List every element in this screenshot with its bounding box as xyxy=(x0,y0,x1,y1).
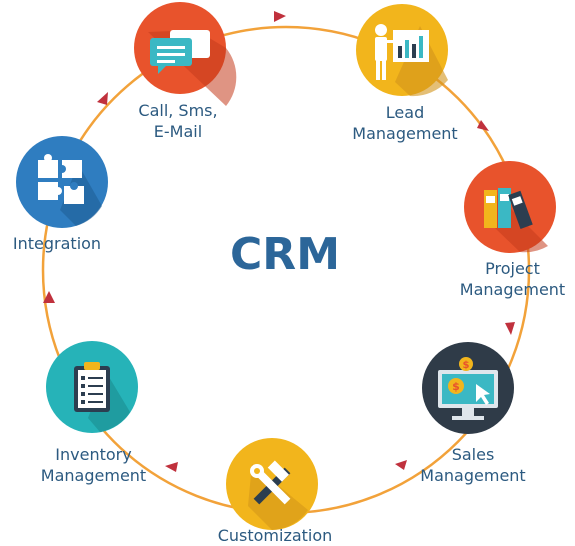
node-label-lead: Lead Management xyxy=(352,103,458,143)
wrench-hammer-icon xyxy=(250,460,291,505)
node-lead xyxy=(356,4,448,97)
clipboard-checklist-icon xyxy=(74,362,110,412)
puzzle-icon xyxy=(38,154,84,204)
cycle-arrow xyxy=(274,11,286,22)
node-label-comms: Call, Sms, E-Mail xyxy=(138,101,218,141)
svg-text:$: $ xyxy=(463,360,470,371)
node-inventory xyxy=(46,341,138,433)
center-title: CRM xyxy=(230,229,340,280)
cycle-arrow xyxy=(165,462,178,472)
svg-text:$: $ xyxy=(452,380,460,393)
node-integration xyxy=(16,136,108,228)
cycle-arrow xyxy=(43,291,55,303)
node-custom xyxy=(226,438,318,530)
node-label-project: Project Management xyxy=(459,259,566,299)
node-label-integration: Integration xyxy=(12,234,102,253)
cycle-arrow xyxy=(97,92,108,105)
node-label-inventory: Inventory Management xyxy=(40,445,147,485)
chat-bubbles-icon xyxy=(150,30,210,74)
node-label-sales: Sales Management xyxy=(420,445,526,485)
cycle-arrow xyxy=(505,322,515,335)
monitor-dollar-icon: $ $ xyxy=(438,357,498,420)
cycle-arrow xyxy=(395,460,407,470)
presentation-chart-icon xyxy=(375,24,429,80)
node-sales: $ $ xyxy=(422,342,514,434)
node-project xyxy=(464,161,556,253)
node-label-custom: Customization xyxy=(217,526,333,545)
binders-icon xyxy=(484,188,533,229)
node-comms xyxy=(134,2,237,106)
cycle-arrow xyxy=(477,120,489,131)
